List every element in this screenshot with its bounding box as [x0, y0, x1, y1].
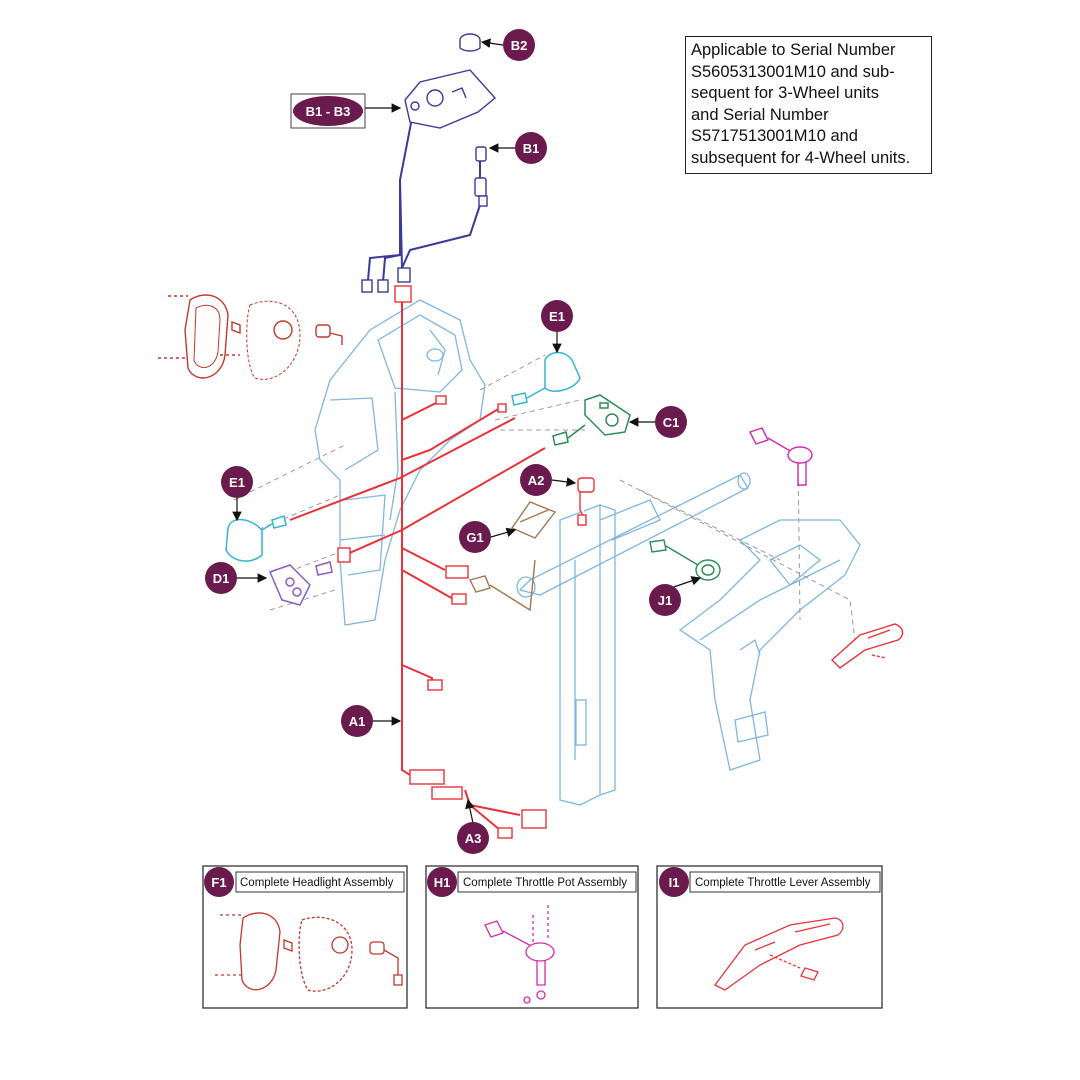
- front-shroud: [678, 519, 861, 771]
- callout-a2: A2: [520, 464, 552, 496]
- svg-text:D1: D1: [213, 571, 230, 586]
- h1-throttle-pot-illustration: [484, 905, 555, 1004]
- switch-d1: [268, 561, 333, 606]
- svg-text:B2: B2: [511, 38, 528, 53]
- svg-text:F1: F1: [211, 875, 226, 890]
- svg-text:Complete Throttle Lever Assemb: Complete Throttle Lever Assembly: [695, 877, 871, 889]
- svg-text:H1: H1: [434, 875, 451, 890]
- callout-e1-top: E1: [541, 300, 573, 332]
- svg-text:E1: E1: [229, 475, 245, 490]
- svg-text:A2: A2: [528, 473, 545, 488]
- svg-text:B1: B1: [523, 141, 540, 156]
- f1-headlight-illustration: [215, 912, 403, 992]
- svg-text:I1: I1: [669, 875, 680, 890]
- callout-e1-left: E1: [221, 466, 253, 498]
- svg-text:C1: C1: [663, 415, 680, 430]
- assembly-box-f1: F1 Complete Headlight Assembly: [202, 865, 408, 1009]
- callout-g1: G1: [459, 521, 491, 553]
- note-line: Applicable to Serial Number: [691, 41, 896, 59]
- svg-text:G1: G1: [466, 530, 483, 545]
- upper-harness: [367, 117, 486, 283]
- main-harness: [289, 300, 546, 831]
- callout-c1: C1: [655, 406, 687, 438]
- svg-text:Complete Throttle Pot Assembly: Complete Throttle Pot Assembly: [463, 877, 627, 889]
- sensor-j1: [649, 539, 721, 581]
- note-line: sequent for 3-Wheel units: [691, 84, 880, 102]
- note-line: S5605313001M10 and sub-: [691, 62, 895, 81]
- callout-b1: B1: [515, 132, 547, 164]
- callout-b1-b3: B1 - B3: [290, 93, 366, 129]
- assembly-guides: [233, 354, 856, 641]
- svg-text:E1: E1: [549, 309, 565, 324]
- callout-a1: A1: [341, 705, 373, 737]
- note-line: and Serial Number: [691, 105, 829, 124]
- assembly-box-i1: I1 Complete Throttle Lever Assembly: [656, 865, 883, 1009]
- svg-text:Complete Headlight Assembly: Complete Headlight Assembly: [240, 877, 394, 889]
- callout-a3: A3: [457, 822, 489, 854]
- assembly-box-h1: H1 Complete Throttle Pot Assembly: [425, 865, 639, 1009]
- cover-e1-left: [225, 515, 287, 562]
- callout-b2: B2: [503, 29, 535, 61]
- bracket-g1: [468, 501, 557, 612]
- serial-number-note: Applicable to Serial Number S5605313001M…: [685, 36, 932, 174]
- main-harness-connectors: [337, 285, 595, 839]
- upper-harness-parts: [361, 33, 497, 293]
- throttle-pot: [749, 427, 813, 486]
- note-line: subsequent for 4-Wheel units.: [691, 148, 911, 167]
- callout-j1: J1: [649, 584, 681, 616]
- headlight-assembly: [158, 294, 343, 380]
- switch-c1: [552, 394, 631, 446]
- svg-text:A3: A3: [465, 831, 482, 846]
- callout-d1: D1: [205, 562, 237, 594]
- svg-text:A1: A1: [349, 714, 366, 729]
- leader-lines: [232, 38, 702, 824]
- svg-text:B1 - B3: B1 - B3: [306, 104, 351, 119]
- cover-e1-top: [511, 351, 581, 406]
- throttle-lever: [830, 623, 904, 669]
- svg-text:J1: J1: [658, 593, 672, 608]
- note-line: S5717513001M10 and: [691, 127, 858, 145]
- i1-throttle-lever-illustration: [714, 917, 844, 991]
- steering-column: [516, 472, 751, 806]
